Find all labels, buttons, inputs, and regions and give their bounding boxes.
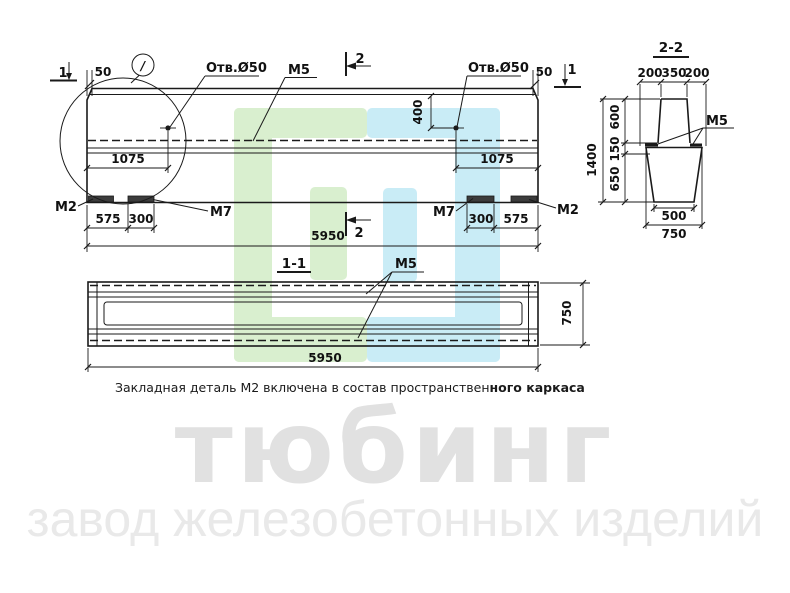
section-mark-2-bottom-label: 2 [354,226,363,241]
section-mark-1-left: 1 [50,62,77,82]
embed-plate-m2-left [88,195,114,203]
elevation-view: / 1 1 2 2 [50,52,581,252]
logo-cyan-right-bar [455,108,500,362]
detail-callout-circle [59,77,187,205]
m5-label-elevation: М5 [252,63,317,142]
dim-chamfer-left: 50 [84,65,112,96]
hole-label-left: Отв.Ø50 [169,61,267,128]
section-bottom-dims: 500 750 [642,150,706,241]
dim-300-right-text: 300 [468,212,493,226]
drawing-note: Закладная деталь М2 включена в состав пр… [115,380,585,395]
logo-shape [234,108,500,362]
dim-300-left-text: 300 [128,212,153,226]
dim-300-575-right-group: 300 575 [463,204,542,252]
dim-575-300-left-group: 575 300 [83,204,158,252]
m7-label-right: М7 [433,198,474,220]
section-mark-1-right-label: 1 [567,63,576,78]
embed-plate-m7-right [466,195,495,203]
embed-plate-m2-right [510,195,538,203]
section-view: 2-2 200 350 200 [585,40,734,241]
hole-right [453,125,459,131]
section-left-dims: 1400 600 150 650 [585,95,660,206]
logo-green-bottom-bar [234,317,367,362]
dim-5950-elevation-text: 5950 [311,229,344,243]
section-outline [645,98,703,203]
detail-mark: / [139,59,147,73]
dim-750-plan-group: 750 [540,279,590,349]
dim-200-left-text: 200 [637,66,662,80]
plan-view: 1-1 М5 750 [84,256,590,372]
section-top-dims: 200 350 200 [636,66,710,146]
dim-50-right-text: 50 [536,65,553,79]
dim-350-text: 350 [661,66,686,80]
dim-600-text: 600 [608,104,622,129]
hole-label-right-text: Отв.Ø50 [468,61,529,76]
embed-plate-m7-left [127,195,155,203]
dim-5950-plan-group: 5950 [84,348,542,372]
note-normal-text: Закладная деталь М2 включена в состав пр… [115,380,490,395]
m5-label-elevation-text: М5 [288,63,310,78]
section-mark-1-right: 1 [554,63,581,88]
m5-label-section-text: М5 [706,114,728,129]
dim-1075-left-group: 1075 [83,131,172,173]
m7-label-left-text: М7 [210,205,232,220]
dim-200-right-text: 200 [684,66,709,80]
dim-5950-plan-text: 5950 [308,351,341,365]
hole-label-right: Отв.Ø50 [456,61,529,128]
detail-flag-connector [130,75,140,84]
dim-1075-left-text: 1075 [111,152,144,166]
m5-label-plan-text: М5 [395,257,417,272]
m2-label-right: М2 [528,199,579,218]
watermark-tagline-text: завод железобетонных изделий [26,491,764,547]
plan-outline [87,281,539,347]
dim-150-text: 150 [608,136,622,161]
dim-650-text: 650 [608,166,622,191]
dim-chamfer-right: 50 [529,65,553,96]
m5-label-plan: М5 [357,257,424,339]
logo-cyan-bottom-bar [367,317,500,362]
dim-50-left-text: 50 [95,65,112,79]
m7-label-left: М7 [152,199,232,220]
m7-label-right-text: М7 [433,205,455,220]
logo-cyan-inner-block [383,188,417,282]
dim-400-group: 400 [411,92,452,132]
logo-green-inner-block [310,187,347,280]
dim-575-left-text: 575 [95,212,120,226]
dim-1075-right-group: 1075 [452,131,542,173]
m2-label-left: М2 [55,198,94,215]
dim-1400-text: 1400 [585,143,599,176]
logo-green-left-bar [234,108,272,362]
section-mark-1-left-label: 1 [58,66,67,81]
dim-400-text: 400 [411,99,425,124]
hole-label-left-text: Отв.Ø50 [206,61,267,76]
dim-750-plan-text: 750 [560,300,574,325]
section-mark-2-top-label: 2 [355,52,364,67]
detail-flag-circle [131,53,155,77]
section-title: 2-2 [659,40,683,56]
plan-title: 1-1 [282,256,306,272]
hole-left [165,125,171,131]
note-bold-text: ного каркаса [489,380,585,395]
section-mark-2-bottom: 2 [345,212,371,241]
m5-label-section: М5 [654,114,734,146]
dim-575-right-text: 575 [503,212,528,226]
m2-label-left-text: М2 [55,200,77,215]
watermark-brand-text: тюбинг [174,389,616,506]
dim-750-section-text: 750 [661,227,686,241]
dim-1075-right-text: 1075 [480,152,513,166]
plan-inner-recess [103,301,523,326]
dim-500-text: 500 [661,209,686,223]
m2-label-right-text: М2 [557,203,579,218]
section-mark-2-top: 2 [345,52,371,76]
dim-5950-elevation-group: 5950 [83,229,542,250]
